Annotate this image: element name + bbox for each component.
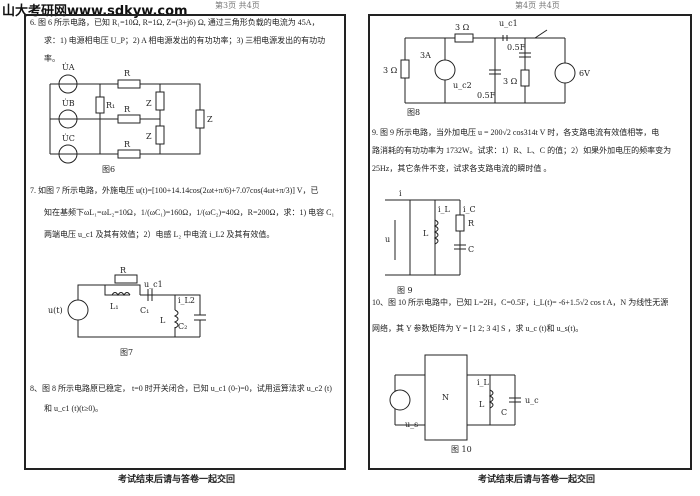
label-uc2: u_c2 <box>453 81 472 90</box>
q9-line: 25Hz，其它条件不变，试求各支路电流的瞬时值 。 <box>372 164 552 173</box>
question-6: 6. 图 6 所示电路，已知 R₁=10Ω, R=1Ω, Z=(3+j6) Ω,… <box>30 14 340 68</box>
label-3ohm: 3 Ω <box>455 23 470 32</box>
label-c2: C₂ <box>178 322 187 331</box>
label-z: Z <box>146 99 152 108</box>
label-05f: 0.5F <box>507 43 526 52</box>
question-8: 8、图 8 所示电路原已稳定， t=0 时开关闭合，已知 u_c1 (0-)=0… <box>30 380 340 418</box>
q10-line: 10、图 10 所示电路中，已知 L=2H，C=0.5F，i_L(t)= -6+… <box>372 298 669 307</box>
page-number-left: 第3页 共4页 <box>215 1 260 10</box>
right-footer: 考试结束后请与答卷一起交回 <box>478 475 596 485</box>
page-number-right: 第4页 共4页 <box>515 1 560 10</box>
label-c1: C₁ <box>140 306 149 315</box>
label-r: R <box>468 219 475 228</box>
left-page <box>24 14 346 470</box>
q8-line: 和 u_c1 (t)(t≥0)。 <box>44 404 104 413</box>
figure-8-circuit: 3 Ω 3 Ω 3A u_c2 0.5F 0.5F u_c1 3 Ω 6V 图8 <box>383 19 590 117</box>
label-c: C <box>468 245 474 254</box>
label-z: Z <box>146 132 152 141</box>
label-l: L <box>479 400 485 409</box>
label-l: L <box>423 229 429 238</box>
label-z: Z <box>207 115 213 124</box>
figure-9-caption: 图 9 <box>397 286 413 295</box>
figure-7-circuit: u(t) R L₁ C₁ u_c1 i_L2 L C₂ 图7 <box>48 266 206 357</box>
label-il: i_L <box>477 378 490 387</box>
left-footer: 考试结束后请与答卷一起交回 <box>118 475 236 485</box>
label-n: N <box>442 393 449 402</box>
label-il2: i_L2 <box>178 296 195 305</box>
question-9: 9. 图 9 所示电路，当外加电压 u = 200√2 cos314t V 时，… <box>372 124 687 178</box>
label-uc1: u_c1 <box>144 280 163 289</box>
label-3ohm: 3 Ω <box>503 77 518 86</box>
label-ut: u(t) <box>48 306 63 315</box>
label-u: u <box>385 235 390 244</box>
figure-10-caption: 图 10 <box>451 445 472 454</box>
figure-10-circuit: N u_s i_L L C u_c 图 10 <box>389 354 539 454</box>
q7-line: 7. 如图 7 所示电路，外施电压 u(t)=[100+14.14cos(2ωt… <box>30 186 319 195</box>
label-ua: U̇A <box>62 63 75 72</box>
label-05f: 0.5F <box>477 91 496 100</box>
figure-9-circuit: i u i_L i_C L R C 图 9 <box>385 189 476 295</box>
q10-line: 网络，其 Y 参数矩阵为 Y = [1 2; 3 4] S ，求 u_c (t)… <box>372 324 584 333</box>
q7-line: 知在基频下ωL₁=ωL₂=10Ω，1/(ωC₁)=160Ω，1/(ωC₂)=40… <box>44 208 335 217</box>
label-r: R <box>120 266 127 275</box>
q9-line: 9. 图 9 所示电路，当外加电压 u = 200√2 cos314t V 时，… <box>372 128 660 137</box>
question-10: 10、图 10 所示电路中，已知 L=2H，C=0.5F，i_L(t)= -6+… <box>372 294 687 338</box>
label-ub: U̇B <box>62 99 75 108</box>
label-uc: U̇C <box>62 134 75 143</box>
q9-line: 路消耗的有功功率为 1732W。试求：1）R、L、C 的值；2）如果外加电压的频… <box>372 146 672 155</box>
label-3a: 3A <box>420 51 431 60</box>
q6-line: 求：1) 电源相电压 U_P；2) A 相电源发出的有功功率；3) 三相电源发出… <box>44 36 326 45</box>
label-r: R <box>124 69 131 78</box>
label-ic: i_C <box>463 205 476 214</box>
label-l1: L₁ <box>110 302 119 311</box>
label-c: C <box>501 408 507 417</box>
figure-8-caption: 图8 <box>407 108 420 117</box>
q7-line: 两端电压 u_c1 及其有效值；2）电感 L₂ 中电流 i_L2 及其有效值。 <box>44 230 275 239</box>
figure-6-caption: 图6 <box>102 165 115 174</box>
figure-6-circuit: U̇A U̇B U̇C R R R R₁ Z Z Z 图6 <box>49 63 213 174</box>
q6-line: 率。 <box>44 54 60 63</box>
question-7: 7. 如图 7 所示电路，外施电压 u(t)=[100+14.14cos(2ωt… <box>30 182 340 244</box>
label-r: R <box>124 105 131 114</box>
label-6v: 6V <box>579 69 590 78</box>
label-uc: u_c <box>525 396 539 405</box>
label-il: i_L <box>438 205 451 214</box>
label-us: u_s <box>405 420 418 429</box>
label-uc1: u_c1 <box>499 19 518 28</box>
label-l2: L <box>160 316 166 325</box>
label-3ohm: 3 Ω <box>383 66 398 75</box>
q6-line: 6. 图 6 所示电路，已知 R₁=10Ω, R=1Ω, Z=(3+j6) Ω,… <box>30 18 320 27</box>
label-r: R <box>124 140 131 149</box>
right-page <box>368 14 692 470</box>
figure-7-caption: 图7 <box>120 348 133 357</box>
label-r1: R₁ <box>106 101 115 110</box>
label-i: i <box>399 189 402 198</box>
q8-line: 8、图 8 所示电路原已稳定， t=0 时开关闭合，已知 u_c1 (0-)=0… <box>30 384 332 393</box>
